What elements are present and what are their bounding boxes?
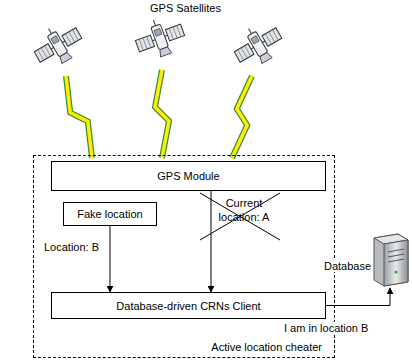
connector-arrow [110,226,111,292]
process-box: Database-driven CRNs Client [51,292,326,319]
edge-label: Location: B [42,241,101,253]
cross-mark [200,193,280,240]
edge-label: I am in location B [282,322,370,334]
node-text: Database-driven CRNs Client [116,300,260,312]
connector-arrow [326,288,390,306]
process-box: GPS Module [51,161,326,191]
node-text: Active location cheater [211,341,322,353]
node-text: Fake location [77,208,142,220]
node-text: GPS Module [157,170,219,182]
crossed-out-label: Current location: A [212,196,276,224]
signal-bolts [66,70,252,158]
connector-arrow [211,191,212,292]
node-text: Database [324,260,371,272]
figure-title: GPS Satellites [150,2,221,14]
process-box: Fake location [63,202,157,226]
database-node: Database [322,232,410,288]
database-server-icon [374,234,408,286]
satellites [28,12,288,73]
